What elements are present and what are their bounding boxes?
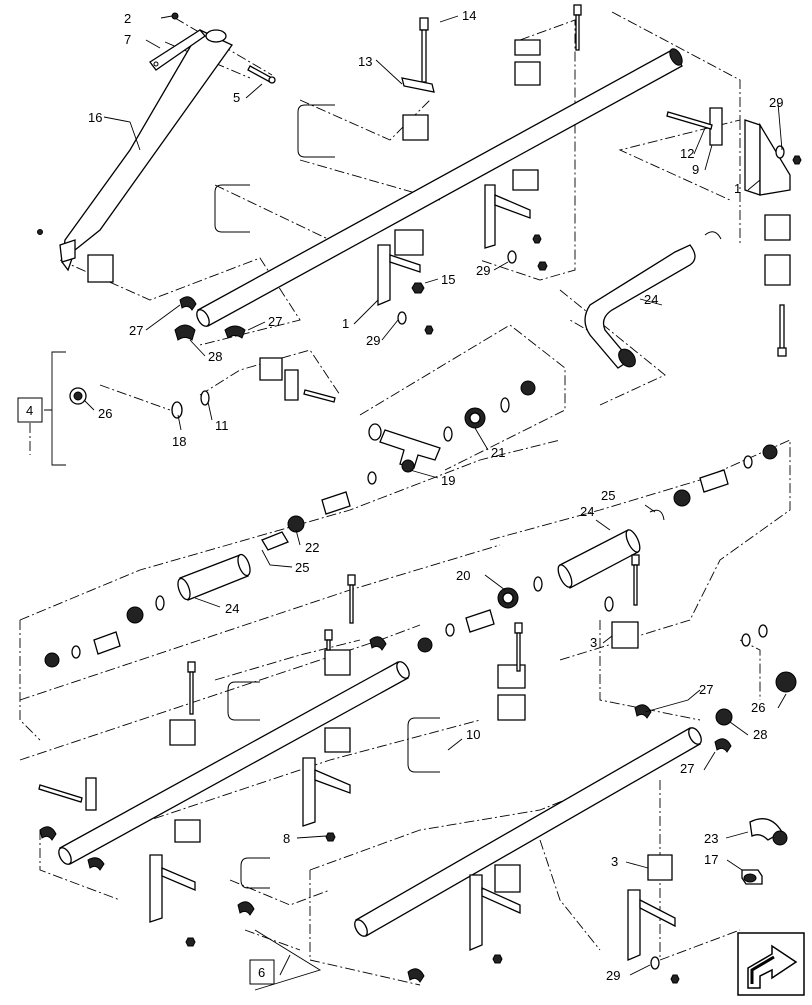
- washers-29: [397, 145, 785, 970]
- callout-25-a: 25: [295, 560, 309, 575]
- bolt-2: [171, 12, 179, 20]
- fittings-20-group: [417, 576, 614, 653]
- callout-24-b: 24: [225, 601, 239, 616]
- bolt-5: [247, 65, 276, 84]
- box-label-6: 6: [249, 959, 275, 985]
- callout-29-b: 29: [476, 263, 490, 278]
- callout-12: 12: [680, 146, 694, 161]
- bolt-top-right: [573, 4, 787, 357]
- rings-18-11: [171, 390, 210, 419]
- callout-27-a: 27: [129, 323, 143, 338]
- callout-25-b: 25: [601, 488, 615, 503]
- svg-text:4: 4: [26, 403, 33, 418]
- main-boom-tube-lower-right: [354, 727, 702, 937]
- bracket-1-right: [744, 119, 791, 196]
- clamp-blocks-top: [87, 39, 791, 286]
- callout-19: 19: [441, 473, 455, 488]
- support-arm-16: [59, 29, 233, 272]
- bolt-12: [666, 111, 713, 130]
- hose-chain-left: [44, 595, 165, 668]
- callout-26-b: 26: [751, 700, 765, 715]
- main-boom-tube-lower-left: [58, 661, 410, 865]
- callout-29-d: 29: [606, 968, 620, 983]
- hose-24-right: [557, 509, 665, 589]
- callout-28-b: 28: [753, 727, 767, 742]
- nuts-top: [37, 155, 802, 335]
- callout-1-a: 1: [734, 181, 741, 196]
- callout-29-a: 29: [769, 95, 783, 110]
- callout-1-b: 1: [342, 316, 349, 331]
- callout-14: 14: [462, 8, 476, 23]
- hose-24-middle: [177, 553, 251, 601]
- nut-17: [741, 869, 763, 885]
- spring-couplers-mid: [261, 444, 778, 551]
- callout-26-a: 26: [98, 406, 112, 421]
- u-bolts-lower: [227, 681, 440, 889]
- callout-24-a: 24: [644, 292, 658, 307]
- callout-16: 16: [88, 110, 102, 125]
- callout-labels: 2 7 5 16 14 13 29 12 9 1 15 29 1 29 24 2…: [88, 8, 783, 983]
- arrow-next-icon[interactable]: [737, 932, 805, 996]
- callout-2: 2: [124, 11, 131, 26]
- tee-fitting-19: [368, 423, 441, 473]
- svg-text:6: 6: [258, 965, 265, 980]
- callout-8: 8: [283, 831, 290, 846]
- fittings-lower: [39, 624, 797, 984]
- assembly-dash-lines: [19, 11, 791, 986]
- callout-5: 5: [233, 90, 240, 105]
- bolt-14: [419, 17, 429, 83]
- clamp-blocks-lower: [169, 621, 673, 893]
- small-block-mid: [259, 357, 336, 403]
- bent-hose-24: [584, 231, 722, 369]
- callout-24-c: 24: [580, 504, 594, 519]
- callout-18: 18: [172, 434, 186, 449]
- leader-lines: [44, 15, 787, 991]
- callout-23: 23: [704, 831, 718, 846]
- brackets-lower: [149, 757, 676, 961]
- nut-26-left: [69, 387, 87, 405]
- callout-20: 20: [456, 568, 470, 583]
- callout-3-a: 3: [590, 635, 597, 650]
- callout-13: 13: [358, 54, 372, 69]
- callout-29-c: 29: [366, 333, 380, 348]
- u-bolts-top: [214, 104, 335, 233]
- elbow-fitting-23: [749, 818, 788, 846]
- callout-27-c: 27: [699, 682, 713, 697]
- callout-11: 11: [215, 418, 229, 433]
- callout-9: 9: [692, 162, 699, 177]
- callout-15: 15: [441, 272, 455, 287]
- plate-9: [709, 107, 723, 146]
- plate-13: [401, 77, 435, 93]
- callout-22: 22: [305, 540, 319, 555]
- callout-27-d: 27: [680, 761, 694, 776]
- main-boom-tube-upper: [196, 48, 683, 327]
- callout-28-a: 28: [208, 349, 222, 364]
- callout-27-b: 27: [268, 314, 282, 329]
- callout-7: 7: [124, 32, 131, 47]
- callout-21: 21: [491, 445, 505, 460]
- callout-10: 10: [466, 727, 480, 742]
- fittings-21-group: [367, 380, 536, 485]
- callout-3-b: 3: [611, 854, 618, 869]
- fittings-left-top: [174, 296, 246, 341]
- box-label-4: 4: [17, 397, 43, 423]
- bracket-1-mid: [377, 184, 531, 306]
- link-plate-7: [149, 29, 206, 71]
- bolts-lower: [38, 554, 640, 811]
- callout-17: 17: [704, 852, 718, 867]
